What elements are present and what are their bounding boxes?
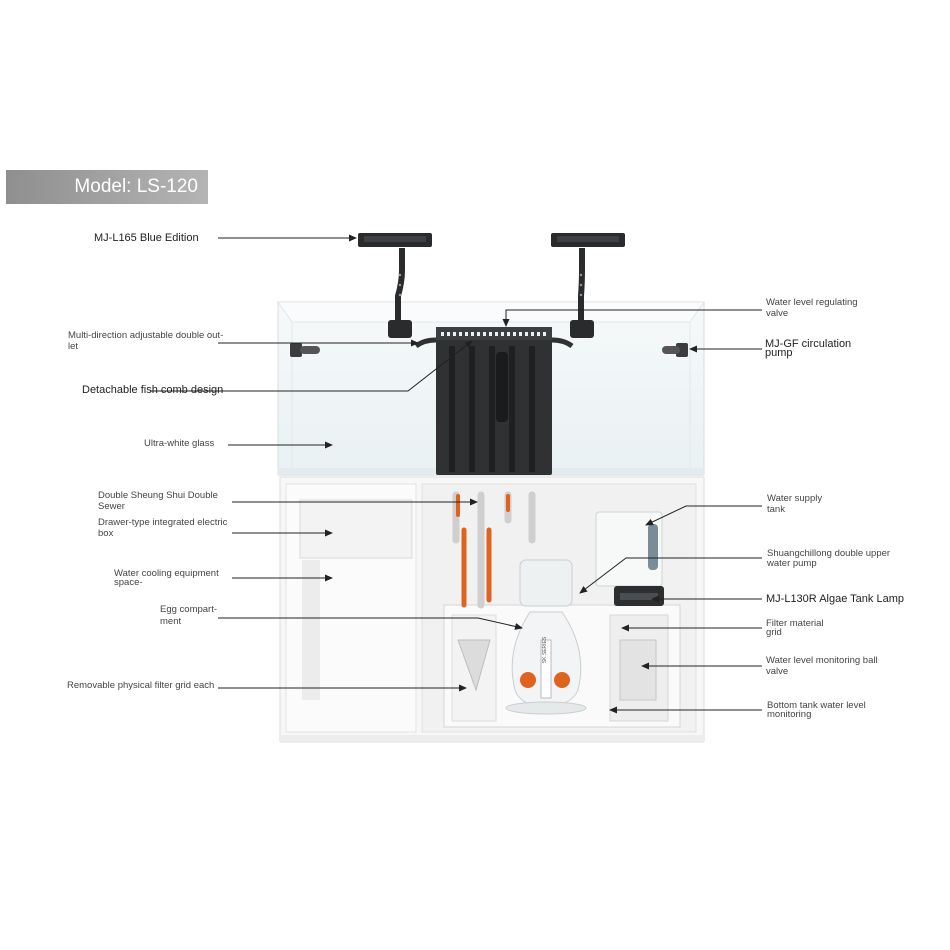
label-cooling-line1: Water cooling equipment xyxy=(114,568,219,579)
overflow-box xyxy=(414,327,574,475)
label-drawer-line1: Drawer-type integrated electric xyxy=(98,517,228,528)
skimmer-icon: SK SERIES xyxy=(505,559,587,715)
label-lamp-top: MJ-L165 Blue Edition xyxy=(94,232,199,244)
label-ball-valve-line1: Water level monitoring ball xyxy=(766,655,878,666)
label-algae-lamp: MJ-L130R Algae Tank Lamp xyxy=(766,593,904,605)
circulation-pump-icon xyxy=(290,343,688,357)
label-valve-line2: valve xyxy=(766,308,789,319)
led-lamp-icon xyxy=(358,233,625,338)
model-badge: Model: LS-120 xyxy=(6,170,208,204)
label-valve-line1: Water level regulating xyxy=(766,297,858,308)
label-egg-line2: ment xyxy=(160,616,182,627)
label-circ-line1: MJ-GF circulation xyxy=(765,338,852,350)
label-bottom-line2: monitoring xyxy=(767,709,812,720)
label-fish-comb: Detachable fish comb design xyxy=(82,384,224,396)
label-circ-line2: pump xyxy=(765,347,793,359)
label-pump-line1: Shuangchillong double upper xyxy=(767,548,891,559)
label-supply-line2: tank xyxy=(767,504,785,515)
algae-lamp-icon xyxy=(614,586,664,606)
label-sewer-line1: Double Sheung Shui Double xyxy=(98,490,218,501)
label-outlet-line1: Multi-direction adjustable double out- xyxy=(68,330,224,341)
drain-pipes xyxy=(452,491,536,609)
label-outlet-line2: let xyxy=(68,341,79,352)
label-drawer-line2: box xyxy=(98,528,114,539)
label-bottom-line1: Bottom tank water level xyxy=(767,700,866,711)
label-cooling-line2: space- xyxy=(114,577,143,588)
label-pump-line2: water pump xyxy=(767,558,817,569)
model-title: Model: LS-120 xyxy=(74,176,198,197)
callout-arrows xyxy=(150,234,762,714)
label-filter-grid: Removable physical filter grid each xyxy=(67,680,215,691)
label-egg-line1: Egg compart- xyxy=(160,604,218,615)
label-ball-valve-line2: valve xyxy=(766,666,789,677)
label-filter-material-line2: grid xyxy=(766,627,782,638)
label-filter-material-line1: Filter material xyxy=(766,618,824,629)
label-glass: Ultra-white glass xyxy=(144,438,215,449)
label-sewer-line2: Sewer xyxy=(98,501,125,512)
skimmer-text: SK SERIES xyxy=(542,636,548,663)
label-supply-line1: Water supply xyxy=(767,493,823,504)
water-supply-tank xyxy=(595,511,663,587)
